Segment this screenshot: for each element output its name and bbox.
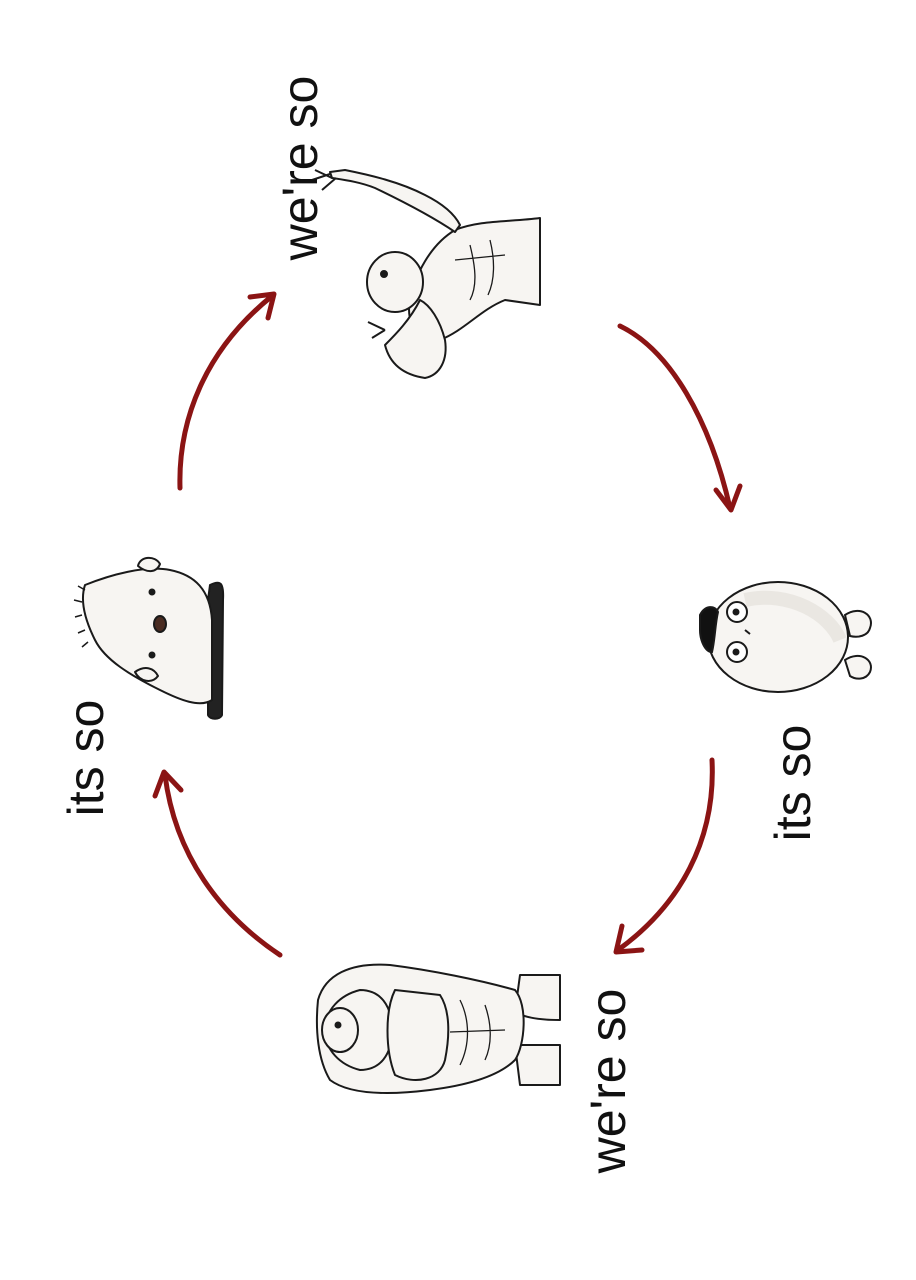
caption-top: we're so <box>272 75 328 261</box>
caption-bottom: we're so <box>580 988 636 1174</box>
caption-right: its so <box>765 724 821 842</box>
arrow-right-to-bottom <box>615 757 715 953</box>
muscular-flexing-figure <box>311 169 541 379</box>
arrow-top-to-right <box>617 323 733 511</box>
arrow-left-to-top <box>177 293 275 491</box>
caption-left: its so <box>58 699 114 817</box>
round-blob-figure <box>699 581 872 693</box>
muscular-back-figure <box>315 963 561 1094</box>
polar-bear-figure <box>73 556 225 720</box>
arrow-bottom-to-left <box>162 772 283 958</box>
